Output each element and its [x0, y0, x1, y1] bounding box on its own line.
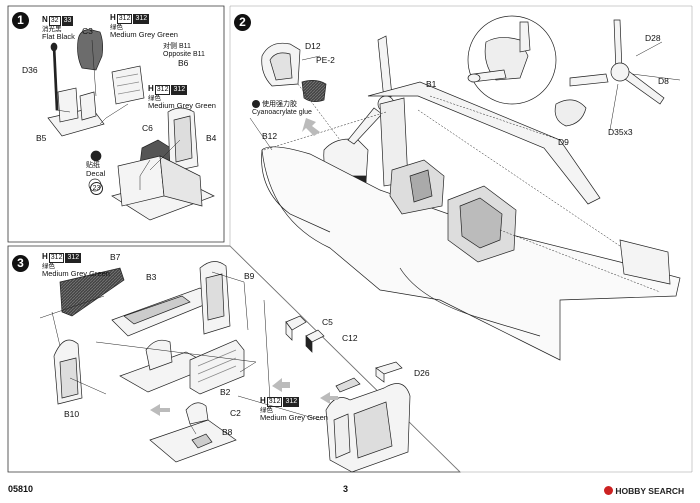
- part-label-d12: D12: [305, 41, 321, 51]
- part-label-c2: C2: [230, 408, 241, 418]
- page-number: 3: [343, 484, 349, 494]
- part-label-b2: B2: [220, 387, 231, 397]
- part-label-c6: C6: [142, 123, 153, 133]
- part-label-d26: D26: [414, 368, 430, 378]
- part-label-d35: D35x3: [608, 127, 633, 137]
- step-number-3: 3: [12, 255, 29, 272]
- step2-leaders: [263, 83, 661, 293]
- kit-code: 05810: [8, 484, 34, 494]
- part-label-c3: C3: [82, 26, 93, 36]
- part-label-b6: B6: [178, 58, 189, 68]
- watermark: HOBBY SEARCH: [604, 486, 684, 496]
- part-label-b12: B12: [262, 131, 278, 141]
- part-label-d36: D36: [22, 65, 38, 75]
- part-label-b10: B10: [64, 409, 80, 419]
- part-label-b3: B3: [146, 272, 157, 282]
- glue-icon: [252, 100, 260, 108]
- part-label-pe2: PE-2: [316, 55, 335, 65]
- part-label-b1: B1: [426, 79, 437, 89]
- part-label-d8: D8: [658, 76, 669, 86]
- part-label-b5: B5: [36, 133, 47, 143]
- part-label-b9: B9: [244, 271, 255, 281]
- part-label-d9: D9: [558, 137, 569, 147]
- part-label-b8: B8: [222, 427, 233, 437]
- part-label-b7: B7: [110, 252, 121, 262]
- part-label-c12: C12: [342, 333, 358, 343]
- step2-drawing: [261, 15, 681, 361]
- step3-leaders: [39, 271, 321, 435]
- step1-drawing: [47, 29, 215, 221]
- part-label-b4: B4: [206, 133, 217, 143]
- step-number-2: 2: [234, 14, 251, 31]
- part-label-d28: D28: [645, 33, 661, 43]
- decal-number: 23: [90, 182, 103, 195]
- step3-drawing: [53, 261, 411, 473]
- hobby-search-logo-icon: [604, 486, 613, 495]
- step-number-1: 1: [12, 12, 29, 29]
- assembly-arrows: [150, 118, 338, 416]
- panel-borders: [7, 5, 693, 473]
- step2-leaders-solid: [249, 41, 681, 151]
- part-label-c5: C5: [322, 317, 333, 327]
- step1-leaders: [55, 39, 181, 190]
